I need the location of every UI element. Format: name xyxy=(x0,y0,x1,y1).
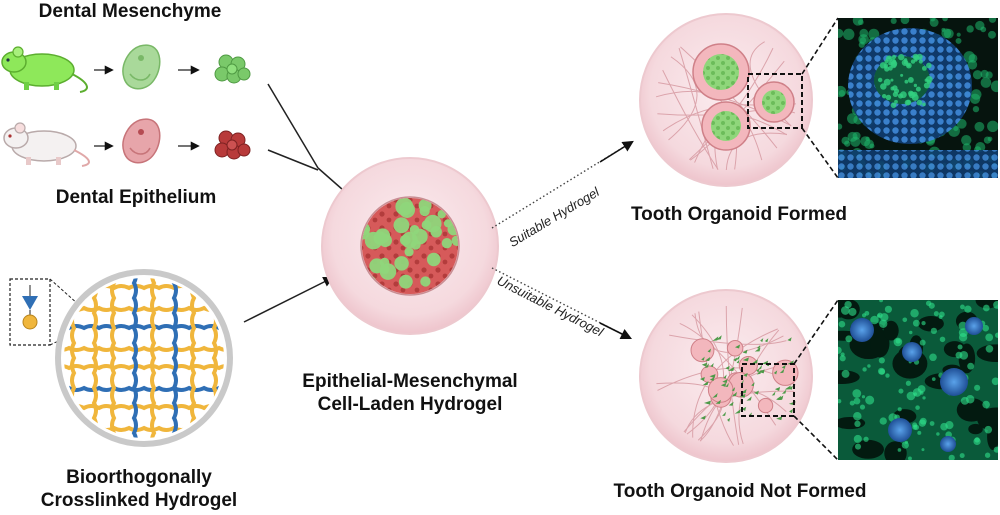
label-dental-epithelium: Dental Epithelium xyxy=(55,187,217,208)
label-center-line1: Epithelial-Mesenchymal xyxy=(302,371,518,392)
cell-cluster-icon-red xyxy=(214,130,251,160)
cell-cluster-icon-green xyxy=(214,54,251,84)
formed-dish xyxy=(639,13,839,187)
label-hydrogel-line1: Bioorthogonally xyxy=(66,467,212,488)
microscopy-image-not-formed xyxy=(838,300,998,460)
label-center-line2: Cell-Laden Hydrogel xyxy=(317,394,503,415)
label-dental-mesenchyme: Dental Mesenchyme xyxy=(38,1,222,22)
hydrogel-dish-icon xyxy=(55,269,233,447)
mouse-icon-green xyxy=(1,46,88,93)
microscopy-image-formed xyxy=(838,18,998,178)
not-formed-dish xyxy=(639,289,839,463)
center-hydrogel-dish xyxy=(321,157,499,335)
label-organoid-not-formed: Tooth Organoid Not Formed xyxy=(613,481,867,502)
embryo-icon-red xyxy=(122,118,161,164)
branch-arrows xyxy=(491,140,634,340)
organoid-spheroid xyxy=(692,43,795,151)
mouse-icon-white xyxy=(3,122,90,167)
embryo-icon-green xyxy=(122,44,161,90)
label-hydrogel-line2: Crosslinked Hydrogel xyxy=(40,490,238,511)
crosslinker-icon xyxy=(9,278,103,346)
label-organoid-formed: Tooth Organoid Formed xyxy=(630,204,847,225)
